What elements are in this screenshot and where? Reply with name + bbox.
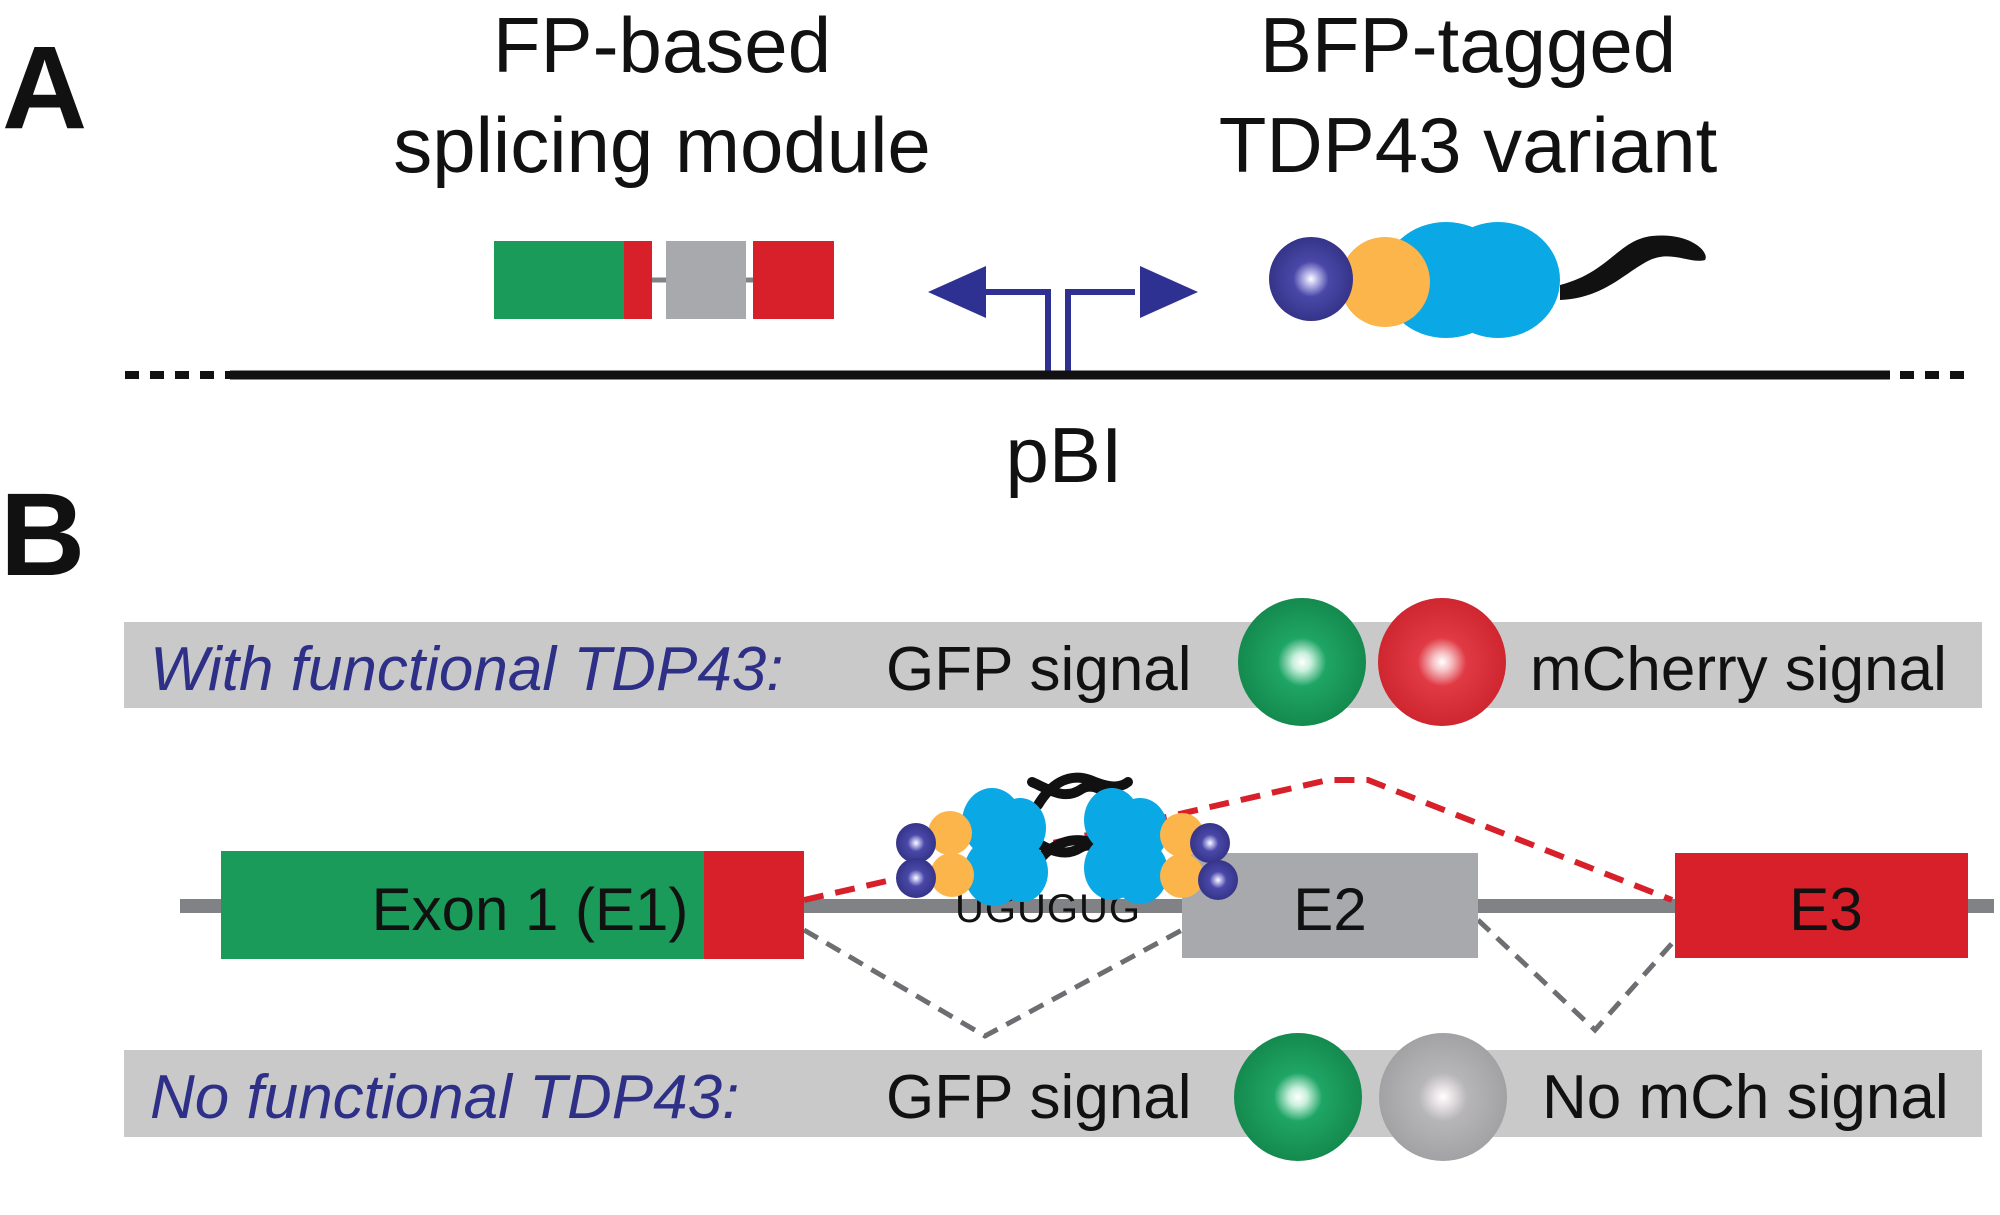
panel-b-label: B [0,469,85,601]
exon2-inclusion-splice-path [802,927,1184,1039]
exon2-label: E2 [1293,876,1366,943]
nonfunctional-gfp-label: GFP signal [886,1063,1192,1132]
functional-gfp-label: GFP signal [886,635,1192,704]
module-title-line2: splicing module [393,101,931,189]
fluorescence-signal-icon [1379,1033,1507,1161]
exon2-to-exon3-splice-path [1476,918,1677,1034]
tdp43-protein-icon [1269,222,1706,338]
exon1-label: Exon 1 (E1) [372,876,689,943]
tdp43-dimer-complex-icon [896,772,1238,906]
promoter-label: pBI [1005,411,1122,499]
exon1-red [704,851,804,959]
fluorescence-signal-icon [1378,598,1506,726]
panel-a-label: A [2,22,87,154]
fluorescence-signal-icon [1234,1033,1362,1161]
module-exon3 [753,241,834,319]
exon1-green [221,851,704,959]
tdp-title-line1: BFP-tagged [1260,1,1676,89]
module-exon1-red [624,241,652,319]
functional-condition-label: With functional TDP43: [150,635,784,704]
bidirectional-promoter-arrow-icon [928,266,1198,372]
nonfunctional-mch-label: No mCh signal [1542,1063,1949,1132]
module-exon1-green [494,241,624,319]
tdp-title-line2: TDP43 variant [1219,101,1718,189]
functional-mcherry-label: mCherry signal [1530,635,1947,704]
nonfunctional-condition-label: No functional TDP43: [150,1063,739,1132]
exon3-label: E3 [1789,876,1862,943]
nonfunctional-readout-band: No functional TDP43: GFP signal No mCh s… [124,1033,1982,1161]
splicing-module-construct [494,241,834,319]
module-title-line1: FP-based [493,1,831,89]
exon3 [1675,853,1968,958]
fluorescence-signal-icon [1238,598,1366,726]
module-exon2 [666,241,746,319]
functional-readout-band: With functional TDP43: GFP signal mCherr… [124,598,1982,726]
